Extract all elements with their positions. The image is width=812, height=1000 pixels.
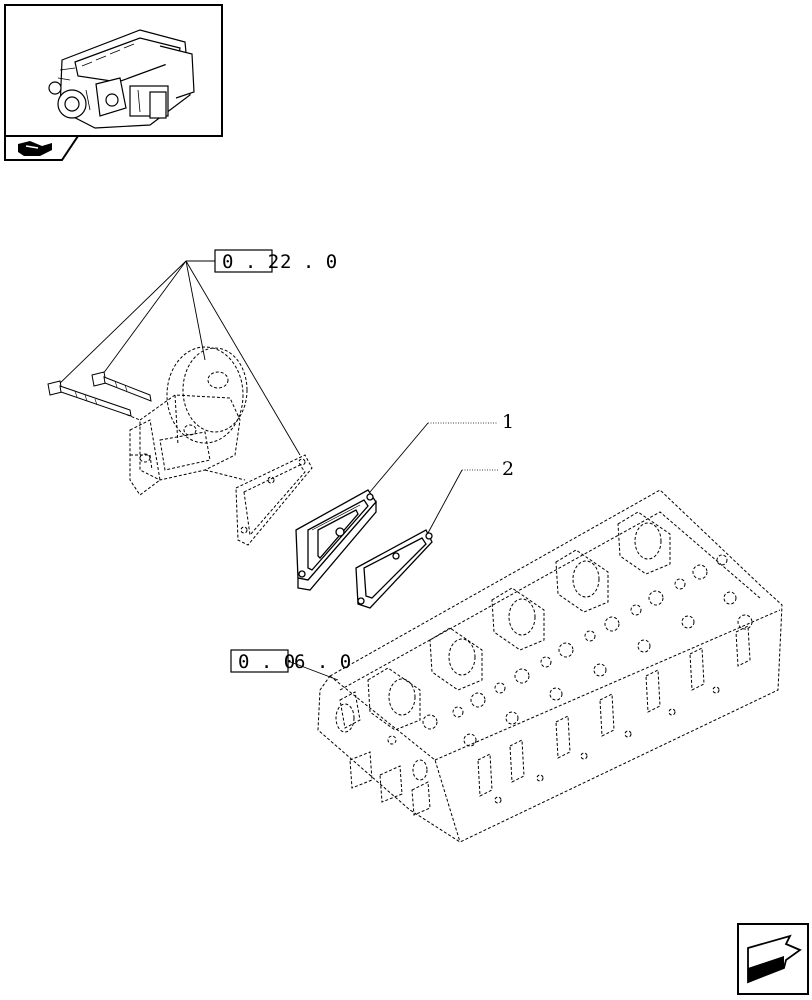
pump-housing-context — [84, 346, 313, 546]
hand-pointing-icon[interactable] — [4, 135, 80, 161]
callout-1-label: 1 — [502, 411, 514, 433]
cylinder-head-context — [317, 489, 783, 843]
part-2-gasket[interactable] — [355, 529, 433, 609]
next-page-arrow-icon[interactable] — [737, 923, 809, 995]
reference-label-top-rest: 2 . 0 — [280, 251, 337, 273]
callout-2-label: 2 — [502, 458, 514, 480]
reference-label-bottom[interactable]: 0 . 0 6 . 0 — [230, 649, 351, 673]
reference-label-bottom-rest: 6 . 0 — [294, 651, 351, 673]
part-1-adapter-plate[interactable] — [295, 489, 377, 591]
leader-lines-top — [54, 260, 301, 456]
reference-label-top[interactable]: 0 . 2 2 . 0 — [214, 249, 337, 273]
bolts — [47, 371, 152, 417]
engine-thumbnail-icon[interactable] — [4, 4, 223, 137]
reference-label-bottom-boxed: 0 . 0 — [238, 651, 295, 673]
callout-1[interactable]: 1 — [369, 411, 514, 493]
reference-label-top-boxed: 0 . 2 — [222, 251, 279, 273]
callout-2[interactable]: 2 — [427, 458, 514, 534]
